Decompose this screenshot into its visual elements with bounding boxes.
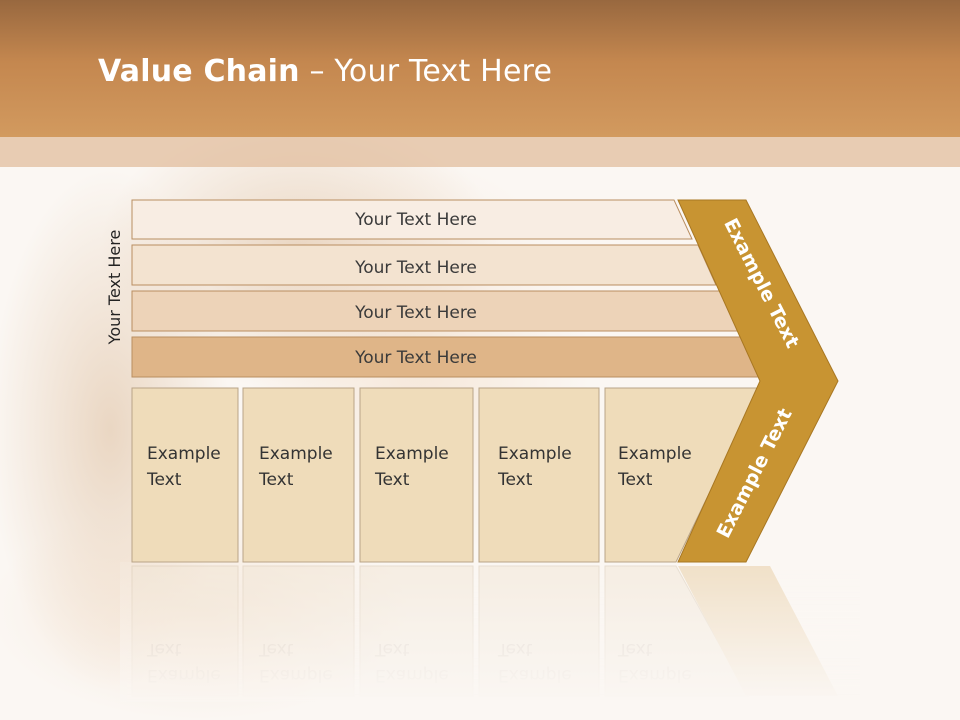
header-stripe	[0, 137, 960, 167]
column-5-line1: Example	[618, 444, 692, 464]
header-band	[0, 0, 960, 137]
column-2-line2: Text	[258, 470, 294, 490]
row-1-label: Your Text Here	[354, 210, 477, 230]
column-1-line1: Example	[147, 444, 221, 464]
column-5-line2: Text	[617, 470, 653, 490]
column-4: Example Text	[478, 387, 600, 563]
column-2-line1: Example	[259, 444, 333, 464]
column-2: Example Text	[242, 387, 355, 563]
column-1-line2: Text	[146, 470, 182, 490]
row-4-label: Your Text Here	[354, 348, 477, 368]
row-3: Your Text Here	[131, 290, 740, 332]
row-2: Your Text Here	[131, 244, 717, 286]
column-4-line2: Text	[497, 470, 533, 490]
slide-title: Value Chain – Your Text Here	[98, 54, 552, 89]
title-bold: Value Chain	[98, 54, 300, 89]
row-2-label: Your Text Here	[354, 258, 477, 278]
column-3-line2: Text	[374, 470, 410, 490]
row-3-label: Your Text Here	[354, 303, 477, 323]
row-1: Your Text Here	[131, 199, 693, 240]
column-1: Example Text	[131, 387, 239, 563]
column-4-line1: Example	[498, 444, 572, 464]
column-5: Example Text	[604, 387, 761, 563]
column-3-line1: Example	[375, 444, 449, 464]
title-rest: – Your Text Here	[299, 54, 553, 89]
column-3: Example Text	[359, 387, 474, 563]
row-4: Your Text Here	[131, 336, 764, 378]
